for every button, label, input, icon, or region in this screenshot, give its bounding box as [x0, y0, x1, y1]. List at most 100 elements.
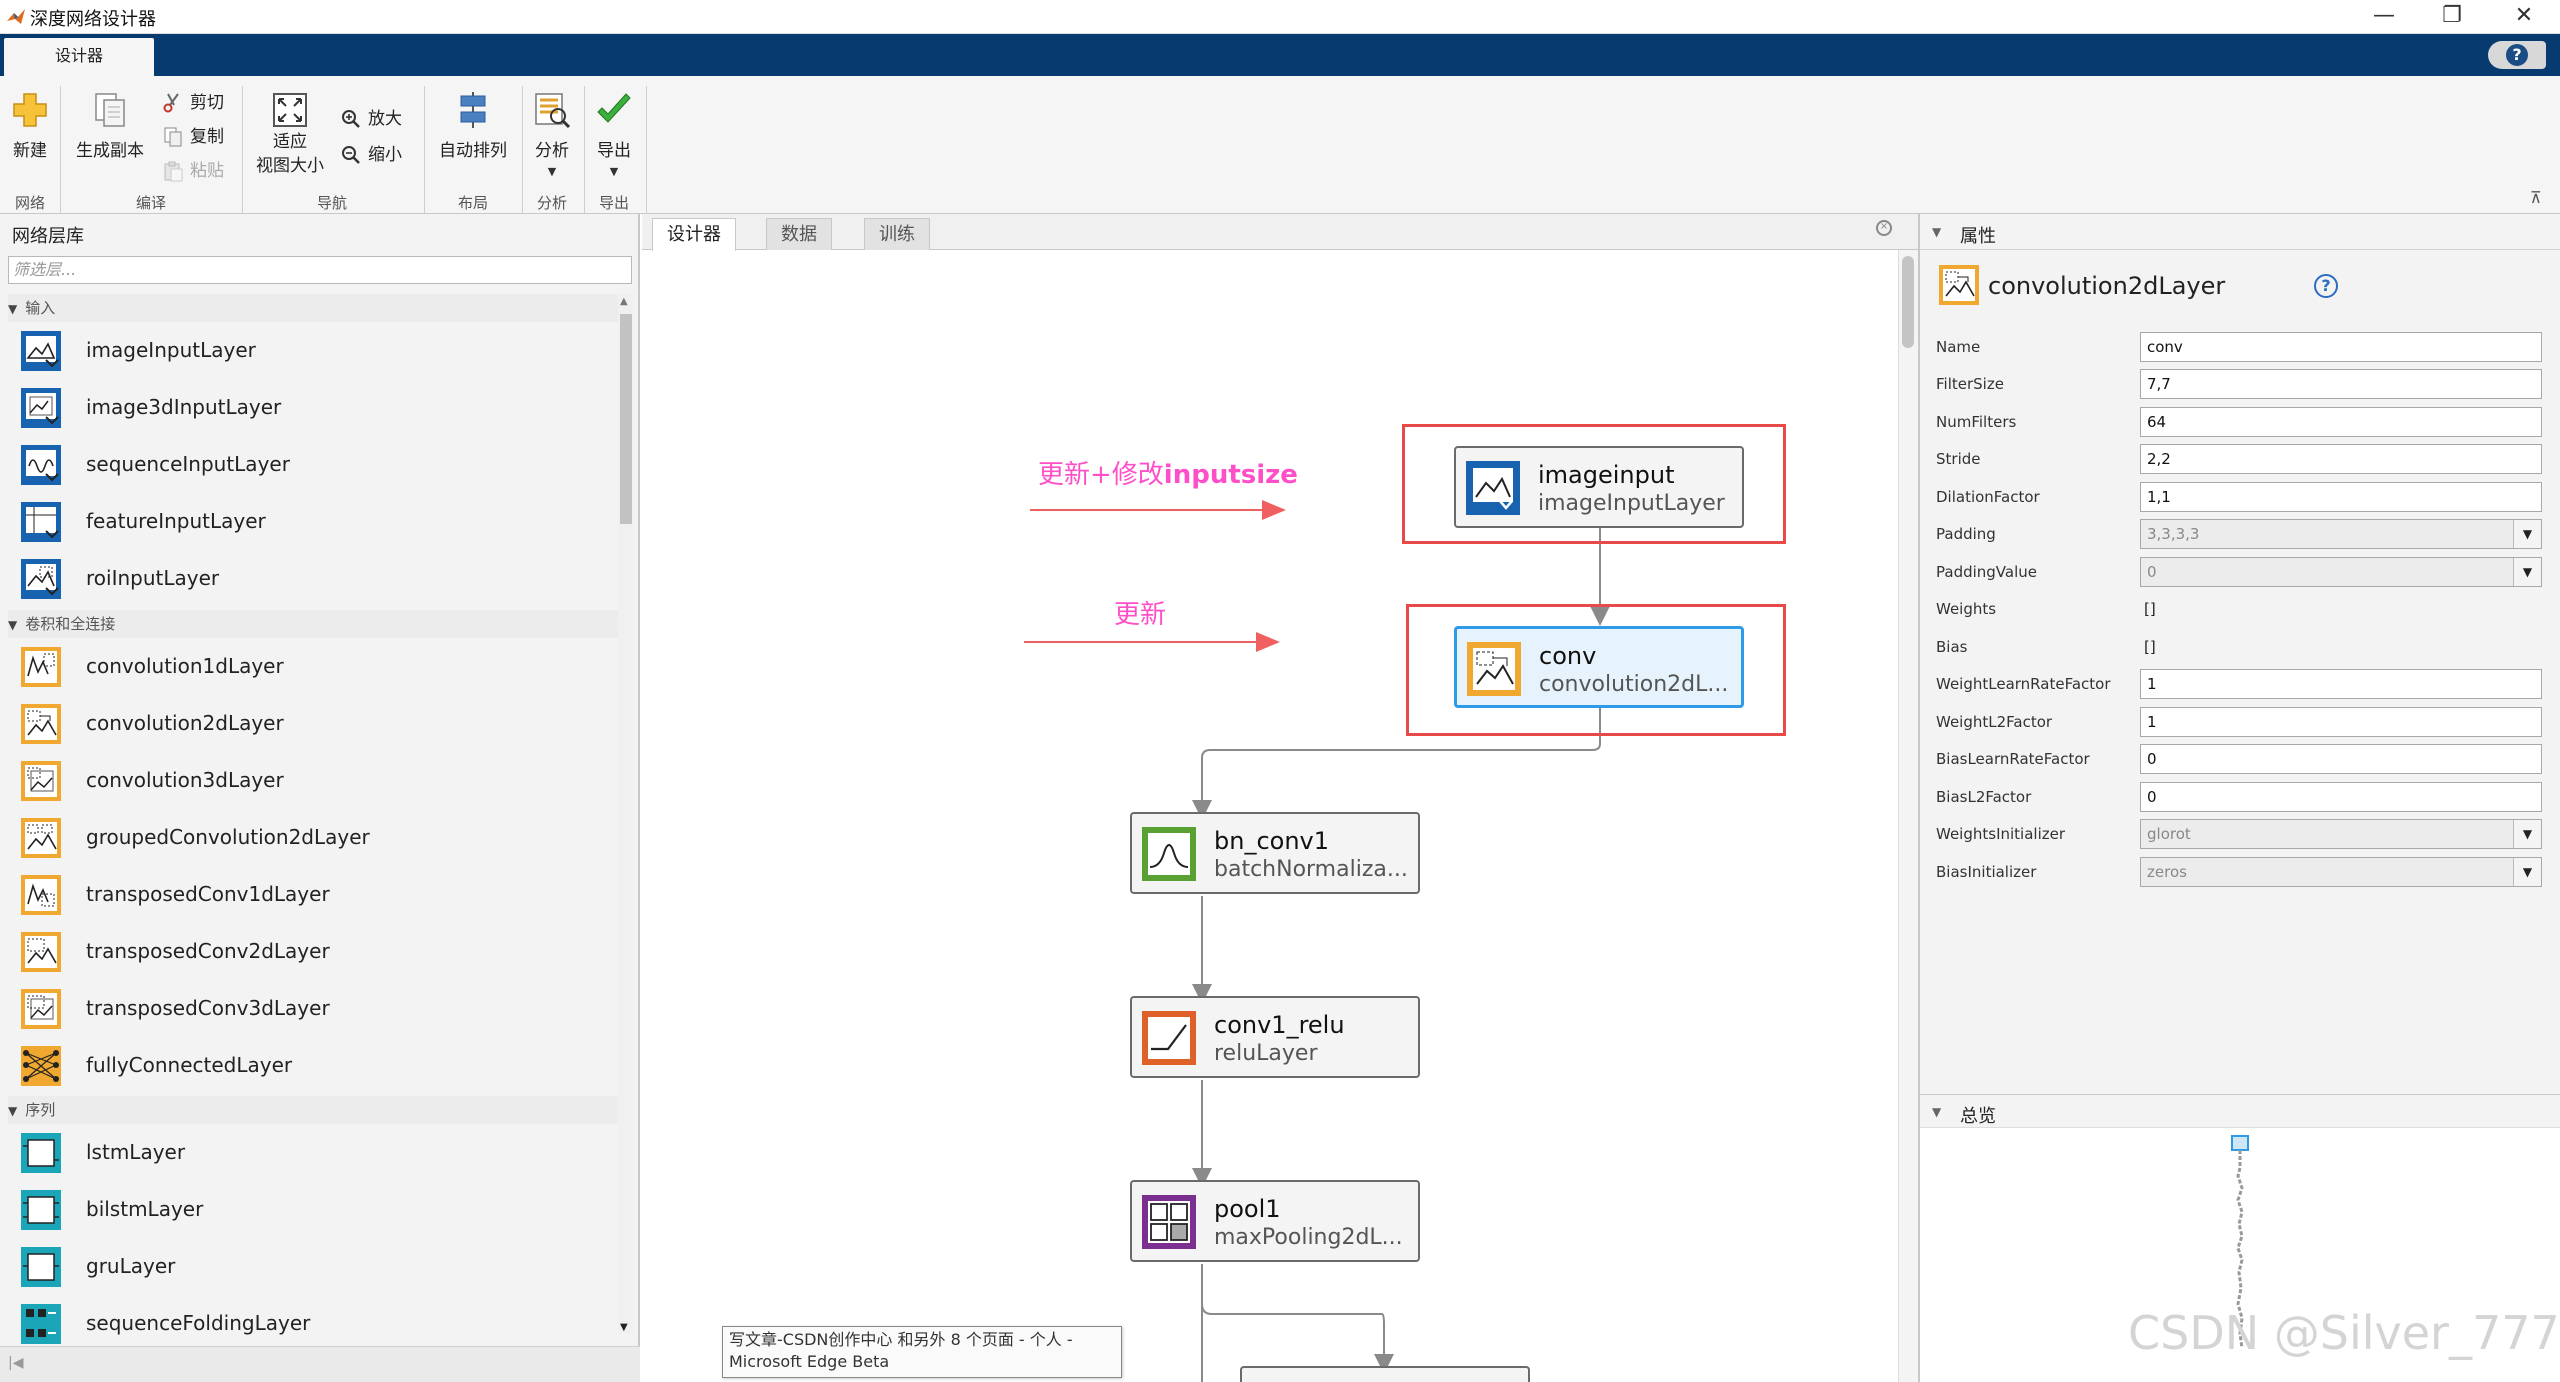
prop-label-numfilters: NumFilters — [1936, 413, 2017, 431]
layer-item-image3dInputLayer[interactable]: image3dInputLayer — [0, 379, 616, 436]
matlab-logo-icon — [7, 9, 25, 24]
group-label-navigate: 导航 — [316, 194, 347, 212]
restore-button[interactable]: ❐ — [2442, 3, 2462, 28]
collapse-triangle-icon[interactable]: ▼ — [1932, 225, 1942, 239]
close-button[interactable]: ✕ — [2514, 3, 2534, 28]
layer-item-convolution2dLayer[interactable]: convolution2dLayer — [0, 695, 616, 752]
node-imageinput[interactable]: imageinput imageInputLayer — [1454, 446, 1744, 528]
layer-item-fullyConnectedLayer[interactable]: fullyConnectedLayer — [0, 1037, 616, 1094]
prop-input-name[interactable]: conv — [2140, 332, 2542, 362]
analyze-dropdown-arrow-icon[interactable]: ▼ — [547, 165, 557, 178]
dropdown-arrow-icon[interactable]: ▼ — [2513, 520, 2541, 548]
collapse-ribbon-icon[interactable]: ⊼ — [2530, 188, 2542, 207]
tab-training[interactable]: 训练 — [864, 218, 930, 250]
scroll-left-arrow-icon[interactable]: |◀ — [8, 1355, 24, 1371]
layer-library-scroll-thumb[interactable] — [620, 314, 632, 524]
dropdown-arrow-icon[interactable]: ▼ — [2513, 820, 2541, 848]
layer-item-bilstmLayer[interactable]: bilstmLayer — [0, 1181, 616, 1238]
node-pool1[interactable]: pool1 maxPooling2dL... — [1130, 1180, 1420, 1262]
prop-select-paddingvalue[interactable]: 0▼ — [2140, 557, 2542, 587]
export-dropdown-arrow-icon[interactable]: ▼ — [609, 165, 619, 178]
layer-item-gruLayer[interactable]: gruLayer — [0, 1238, 616, 1295]
close-tab-icon[interactable]: × — [1876, 220, 1892, 236]
plus-icon — [13, 93, 47, 127]
properties-header: ▼ — [1920, 214, 2560, 250]
node-name: conv1_relu — [1214, 1011, 1345, 1039]
group-label-layout: 布局 — [457, 194, 488, 212]
canvas-scroll-thumb[interactable] — [1902, 256, 1914, 348]
node-partial[interactable] — [1240, 1366, 1530, 1382]
layer-library-horizontal-scrollbar[interactable]: |◀ — [0, 1346, 640, 1382]
convolution2d-layer-icon — [1939, 265, 1979, 305]
node-conv[interactable]: conv convolution2dL... — [1454, 626, 1744, 708]
taskbar-tooltip: 写文章-CSDN创作中心 和另外 8 个页面 - 个人 - Microsoft … — [722, 1326, 1122, 1378]
tab-designer-canvas[interactable]: 设计器 — [652, 218, 736, 251]
zoom-in-button[interactable]: 放大 — [340, 104, 402, 130]
prop-input-biasl2factor[interactable]: 0 — [2140, 782, 2542, 812]
new-button[interactable]: 新建 — [6, 90, 54, 161]
prop-select-weightsinitializer[interactable]: glorot▼ — [2140, 819, 2542, 849]
node-name: imageinput — [1538, 461, 1675, 489]
layer-library-scrollbar[interactable] — [618, 294, 634, 1334]
prop-input-stride[interactable]: 2,2 — [2140, 444, 2542, 474]
help-button[interactable]: ? — [2488, 41, 2546, 69]
cut-button[interactable]: 剪切 — [162, 88, 224, 114]
duplicate-button[interactable]: 生成副本 — [70, 90, 150, 161]
scroll-down-arrow-icon[interactable]: ▼ — [620, 1322, 628, 1333]
prop-input-biaslearnratefactor[interactable]: 0 — [2140, 744, 2542, 774]
layer-item-transposedConv1dLayer[interactable]: transposedConv1dLayer — [0, 866, 616, 923]
collapse-triangle-icon[interactable]: ▼ — [1932, 1105, 1942, 1119]
node-name: pool1 — [1214, 1195, 1281, 1223]
minimap-graph — [2231, 1135, 2249, 1349]
zoom-out-button[interactable]: 缩小 — [340, 140, 402, 166]
prop-input-numfilters[interactable]: 64 — [2140, 407, 2542, 437]
designer-canvas-panel: 设计器 数据 训练 × 更新+修改inputsize 更新 imageinput — [642, 214, 1918, 1382]
prop-input-dilationfactor[interactable]: 1,1 — [2140, 482, 2542, 512]
new-label: 新建 — [13, 141, 47, 161]
category-convolution[interactable]: ▼卷积和全连接 — [8, 610, 618, 638]
layer-item-lstmLayer[interactable]: lstmLayer — [0, 1124, 616, 1181]
prop-input-weightl2factor[interactable]: 1 — [2140, 707, 2542, 737]
scroll-up-arrow-icon[interactable]: ▲ — [620, 296, 628, 307]
layer-item-featureInputLayer[interactable]: featureInputLayer — [0, 493, 616, 550]
layer-item-roiInputLayer[interactable]: roiInputLayer — [0, 550, 616, 607]
auto-arrange-button[interactable]: 自动排列 — [432, 90, 514, 161]
layer-item-sequenceInputLayer[interactable]: sequenceInputLayer — [0, 436, 616, 493]
category-label: 卷积和全连接 — [25, 615, 116, 633]
node-type: imageInputLayer — [1538, 491, 1725, 516]
minimize-button[interactable]: — — [2373, 3, 2395, 28]
layer-item-imageInputLayer[interactable]: imageInputLayer — [0, 322, 616, 379]
tab-designer[interactable]: 设计器 — [4, 38, 154, 76]
layer-item-convolution3dLayer[interactable]: convolution3dLayer — [0, 752, 616, 809]
layer-item-convolution1dLayer[interactable]: convolution1dLayer — [0, 638, 616, 695]
layer-item-transposedConv2dLayer[interactable]: transposedConv2dLayer — [0, 923, 616, 980]
prop-select-padding[interactable]: 3,3,3,3▼ — [2140, 519, 2542, 549]
category-sequence[interactable]: ▼序列 — [8, 1096, 618, 1124]
prop-label-stride: Stride — [1936, 450, 1981, 468]
prop-input-weightlearnratefactor[interactable]: 1 — [2140, 669, 2542, 699]
fit-view-button[interactable]: 适应 视图大小 — [250, 90, 330, 178]
overview-minimap[interactable] — [1920, 1128, 2560, 1382]
layer-item-transposedConv3dLayer[interactable]: transposedConv3dLayer — [0, 980, 616, 1037]
dropdown-arrow-icon[interactable]: ▼ — [2513, 858, 2541, 886]
tab-data[interactable]: 数据 — [766, 218, 832, 250]
fit-to-view-icon — [273, 93, 307, 127]
layer-item-groupedConvolution2dLayer[interactable]: groupedConvolution2dLayer — [0, 809, 616, 866]
prop-select-biasinitializer[interactable]: zeros▼ — [2140, 857, 2542, 887]
dropdown-arrow-icon[interactable]: ▼ — [2513, 558, 2541, 586]
node-type: reluLayer — [1214, 1041, 1318, 1066]
layer-item-sequenceFoldingLayer[interactable]: sequenceFoldingLayer — [0, 1295, 616, 1352]
paste-button[interactable]: 粘贴 — [162, 156, 224, 182]
prop-input-filtersize[interactable]: 7,7 — [2140, 369, 2542, 399]
layer-help-icon[interactable]: ? — [2314, 274, 2338, 298]
node-bn_conv1[interactable]: bn_conv1 batchNormaliza... — [1130, 812, 1420, 894]
node-conv1_relu[interactable]: conv1_relu reluLayer — [1130, 996, 1420, 1078]
analyze-button[interactable]: 分析 ▼ — [528, 90, 576, 178]
tooltip-line1: 写文章-CSDN创作中心 和另外 8 个页面 - 个人 - — [729, 1330, 1073, 1349]
filter-layers-input[interactable]: 筛选层... — [8, 256, 632, 284]
layer-name: convolution1dLayer — [86, 654, 284, 678]
copy-button[interactable]: 复制 — [162, 122, 224, 148]
category-input[interactable]: ▼输入 — [8, 294, 618, 322]
export-button[interactable]: 导出 ▼ — [590, 90, 638, 178]
canvas-vertical-scrollbar[interactable] — [1898, 250, 1918, 1382]
